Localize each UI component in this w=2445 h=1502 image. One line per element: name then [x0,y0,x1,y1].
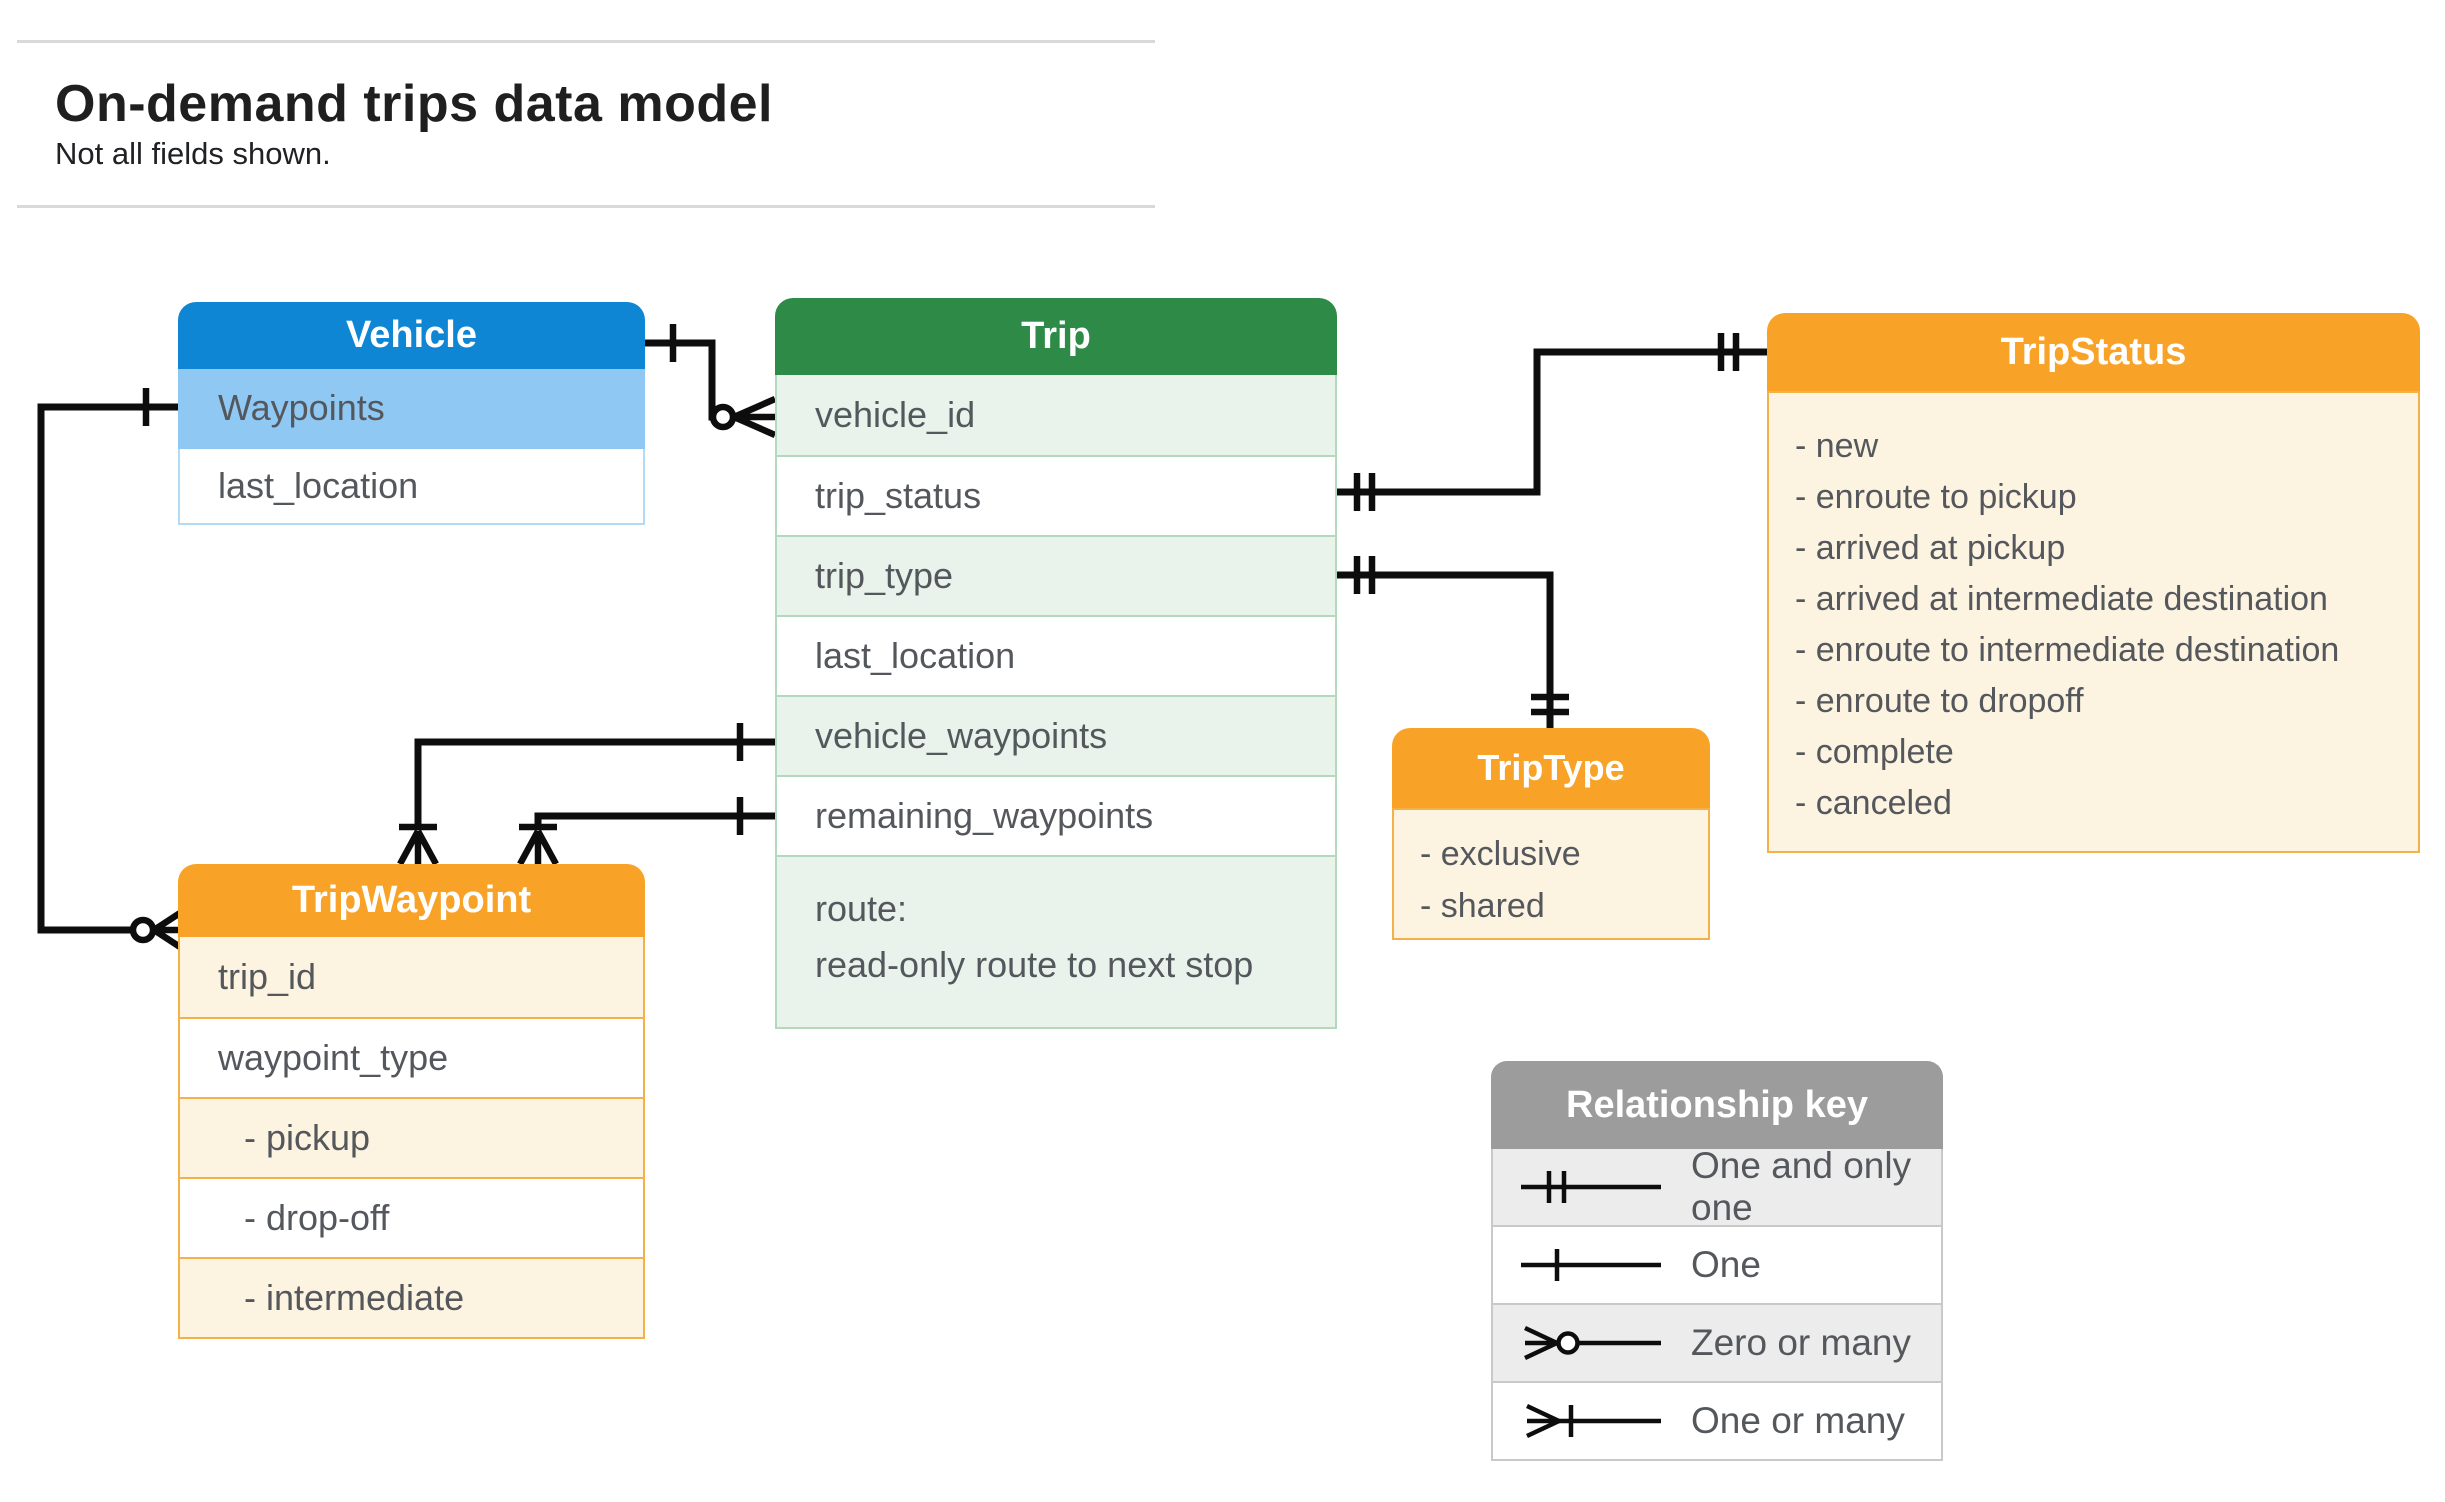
status-value: - canceled [1795,784,1952,822]
crow-foot-icon [517,829,559,866]
legend-row: Zero or many [1491,1305,1943,1383]
status-value: - enroute to intermediate destination [1795,631,2340,669]
legend-row: One [1491,1227,1943,1305]
field-vehicle-id: vehicle_id [777,375,1335,455]
legend-row: One and only one [1491,1145,1943,1228]
legend-label: Zero or many [1691,1322,1912,1363]
entity-vehicle: Vehicle Waypoints last_location [178,302,645,525]
connector-vehicle-trip [645,324,777,438]
status-value: - arrived at intermediate destination [1795,580,2328,618]
legend-label: One and only one [1691,1145,1912,1228]
field-route: route: read-only route to next stop [777,855,1335,1027]
connector-triptype [1337,556,1569,728]
waypoint-value-intermediate: - intermediate [180,1257,643,1337]
status-value: - new [1795,427,1879,465]
type-value: - shared [1420,887,1545,925]
status-value: - complete [1795,733,1954,771]
crow-foot-icon [397,829,439,866]
type-value: - exclusive [1420,835,1581,873]
page-subtitle: Not all fields shown. [55,136,331,171]
crow-foot-icon [732,396,777,438]
field-trip-type: trip_type [777,535,1335,615]
field-trip-id: trip_id [180,937,643,1017]
field-last-location: last_location [178,449,645,525]
top-rule [17,40,1155,43]
zero-circle [709,403,737,431]
status-value: - arrived at pickup [1795,529,2066,567]
relationship-key-title: Relationship key [1491,1061,1943,1149]
connector-remainingwaypoints-tripwaypoint [517,797,775,866]
field-trip-status: trip_status [777,455,1335,535]
status-value: - enroute to pickup [1795,478,2077,516]
one-or-many-icon [1526,1403,1661,1439]
waypoint-value-pickup: - pickup [180,1097,643,1177]
field-waypoints: Waypoints [178,369,645,449]
entity-tripstatus-title: TripStatus [1767,313,2420,391]
legend-row: One or many [1491,1383,1943,1461]
entity-triptype: TripType - exclusive - shared [1392,728,1710,940]
field-remaining-waypoints: remaining_waypoints [777,775,1335,855]
connector-tripstatus [1337,333,1767,511]
route-description: read-only route to next stop [815,944,1254,985]
one-and-only-one-icon [1521,1171,1661,1203]
bottom-rule [17,205,1155,208]
legend-label: One or many [1691,1400,1905,1441]
entity-tripstatus: TripStatus - new - enroute to pickup - a… [1767,313,2420,853]
connector-vehicle-tripwaypoint [37,388,182,950]
waypoint-value-dropoff: - drop-off [180,1177,643,1257]
field-last-location: last_location [777,615,1335,695]
entity-tripwaypoint: TripWaypoint trip_id waypoint_type - pic… [178,864,645,1339]
zero-or-many-icon [1524,1325,1661,1361]
field-waypoint-type: waypoint_type [180,1017,643,1097]
entity-tripwaypoint-title: TripWaypoint [178,864,645,937]
relationship-key: Relationship key One and only one One Ze… [1491,1061,1943,1461]
page-title: On-demand trips data model [55,75,773,133]
entity-vehicle-title: Vehicle [178,302,645,369]
status-value: - enroute to dropoff [1795,682,2084,720]
zero-circle [129,916,157,944]
crow-foot-icon [152,910,182,950]
triptype-values: - exclusive - shared [1392,808,1710,940]
entity-trip: Trip vehicle_id trip_status trip_type la… [775,298,1337,1029]
one-icon [1521,1249,1661,1281]
connector-vehiclewaypoints-tripwaypoint [397,723,775,866]
route-label: route: [815,888,908,929]
legend-label: One [1691,1244,1761,1285]
field-vehicle-waypoints: vehicle_waypoints [777,695,1335,775]
entity-trip-title: Trip [775,298,1337,375]
entity-triptype-title: TripType [1392,728,1710,808]
tripstatus-values: - new - enroute to pickup - arrived at p… [1767,391,2420,853]
